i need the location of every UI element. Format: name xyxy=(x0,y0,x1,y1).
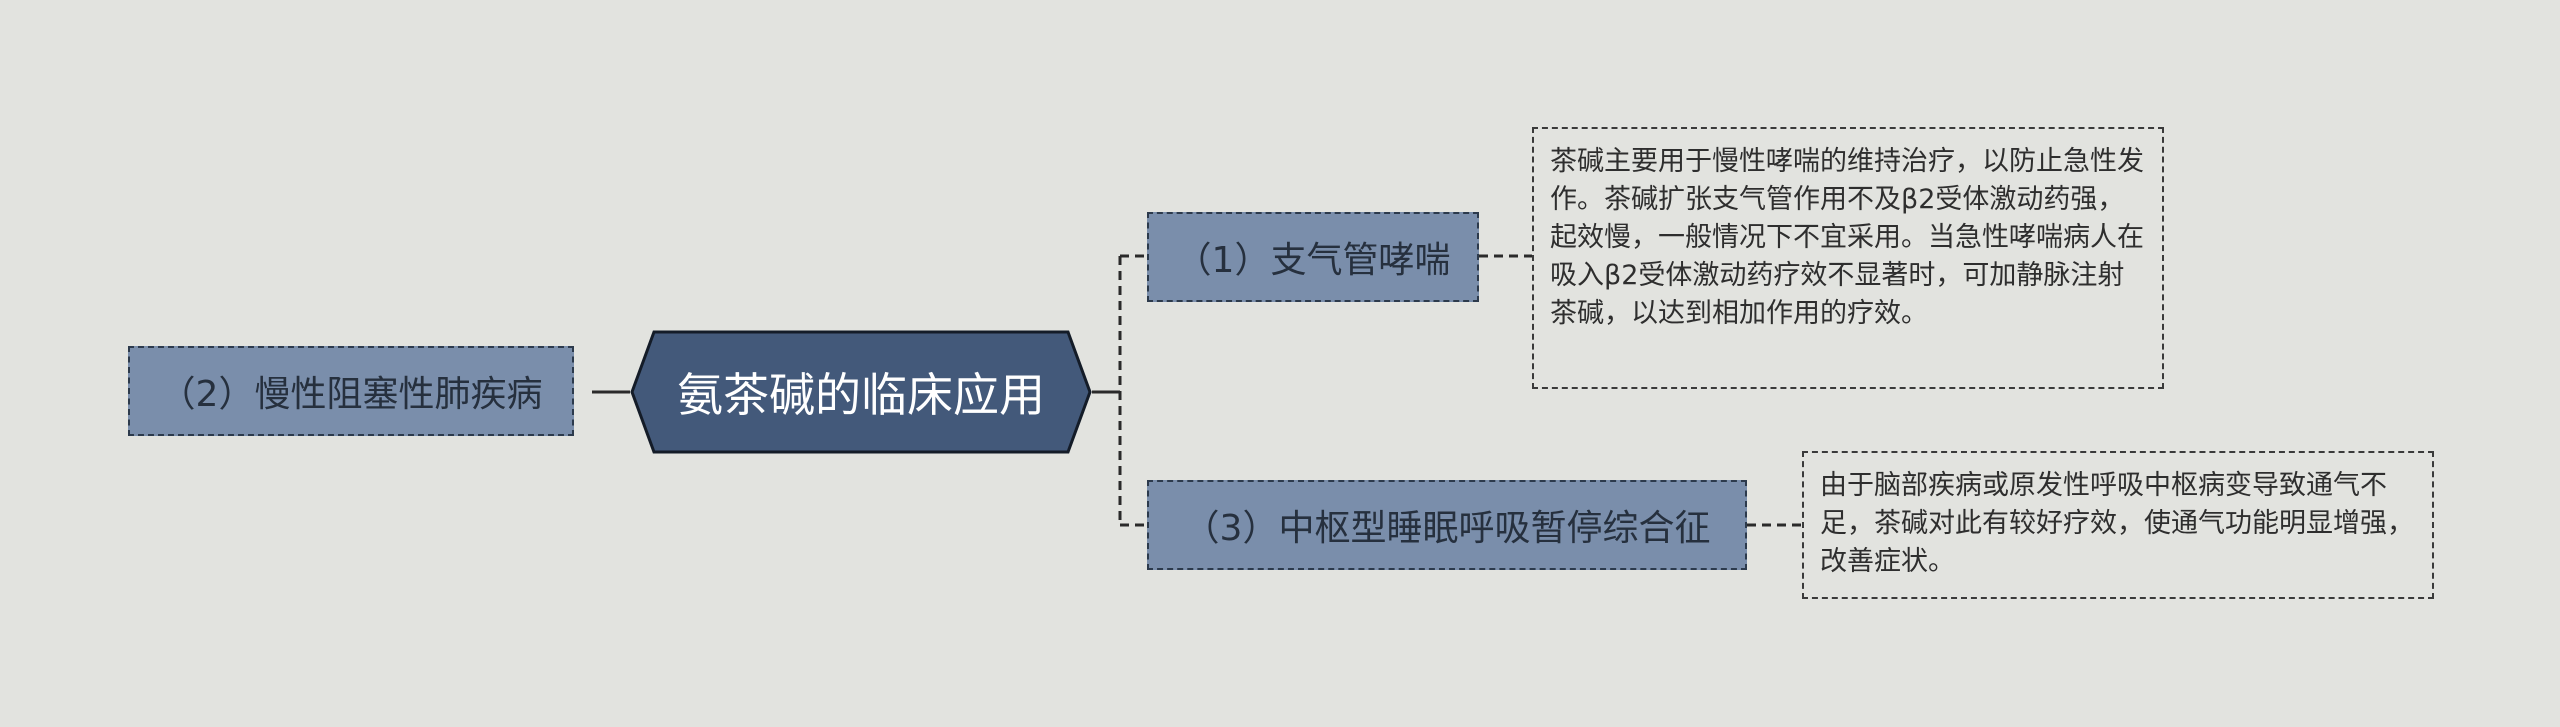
branch-central-sleep-apnea[interactable]: （3）中枢型睡眠呼吸暂停综合征 xyxy=(1147,480,1747,570)
note-asthma-text: 茶碱主要用于慢性哮喘的维持治疗，以防止急性发作。茶碱扩张支气管作用不及β2受体激… xyxy=(1550,146,2144,329)
note-central-sleep-apnea: 由于脑部疾病或原发性呼吸中枢病变导致通气不足，茶碱对此有较好疗效，使通气功能明显… xyxy=(1802,451,2434,599)
branch-central-sleep-apnea-label: （3）中枢型睡眠呼吸暂停综合征 xyxy=(1183,508,1711,549)
branch-asthma-label: （1）支气管哮喘 xyxy=(1175,240,1451,281)
root-hexagon-shape xyxy=(630,330,1092,454)
branch-copd[interactable]: （2）慢性阻塞性肺疾病 xyxy=(128,346,574,436)
note-asthma: 茶碱主要用于慢性哮喘的维持治疗，以防止急性发作。茶碱扩张支气管作用不及β2受体激… xyxy=(1532,127,2164,389)
branch-copd-label: （2）慢性阻塞性肺疾病 xyxy=(159,374,543,415)
branch-asthma[interactable]: （1）支气管哮喘 xyxy=(1147,212,1479,302)
note-central-sleep-apnea-text: 由于脑部疾病或原发性呼吸中枢病变导致通气不足，茶碱对此有较好疗效，使通气功能明显… xyxy=(1820,470,2414,577)
root-node[interactable]: 氨茶碱的临床应用 xyxy=(630,330,1092,454)
root-label: 氨茶碱的临床应用 xyxy=(677,368,1045,422)
